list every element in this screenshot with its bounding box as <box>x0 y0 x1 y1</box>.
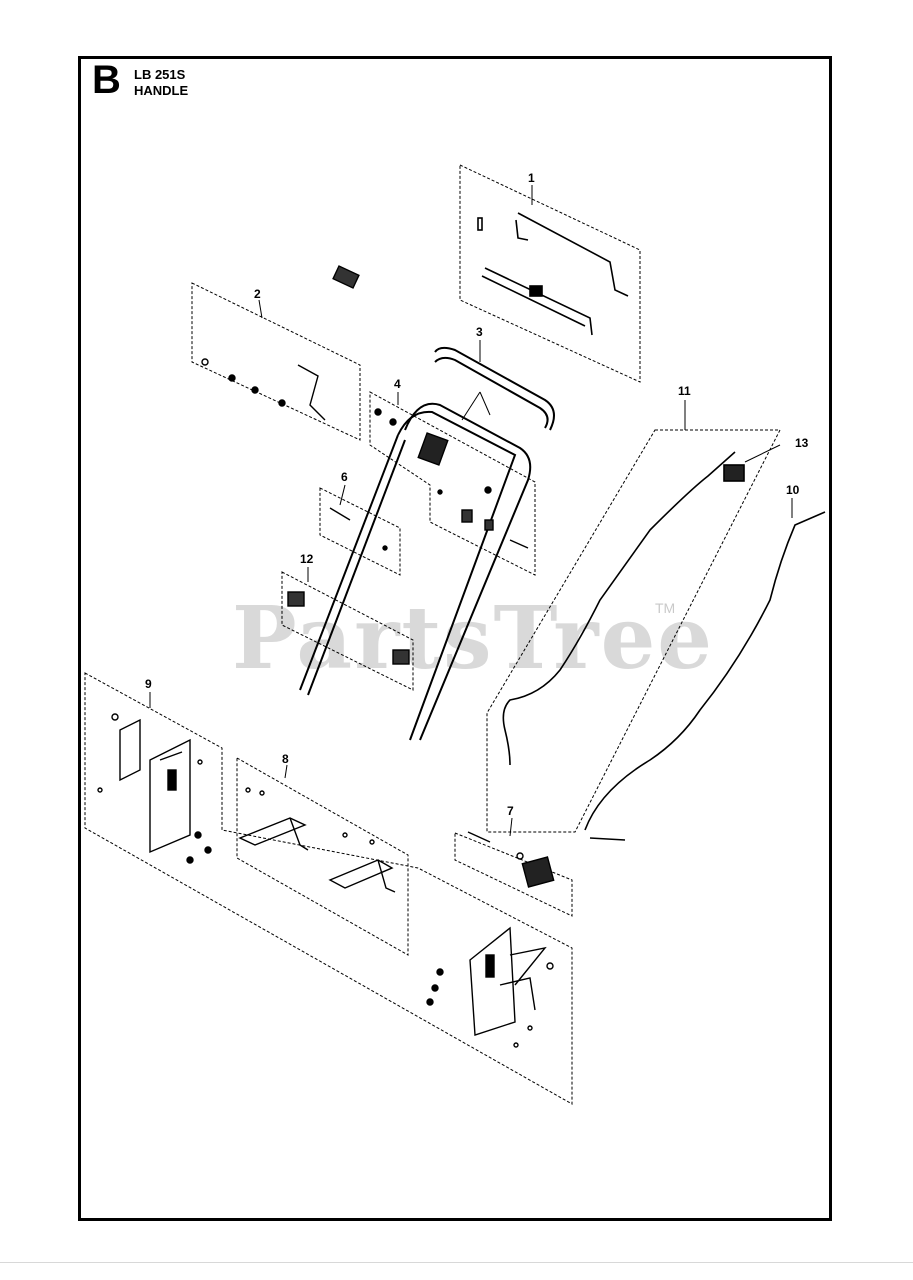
watermark-logo: PartsTree <box>232 588 715 689</box>
callout-6: 6 <box>341 470 348 484</box>
callout-13: 13 <box>795 436 809 450</box>
group-box-8 <box>236 757 409 956</box>
callout-12: 12 <box>300 552 314 566</box>
group-box-2 <box>191 282 361 441</box>
callout-2: 2 <box>254 287 261 301</box>
model-label: LB 251S <box>134 67 186 82</box>
group-box-7 <box>454 832 573 917</box>
callout-11: 11 <box>678 384 691 398</box>
group-box-11 <box>486 429 781 833</box>
diagram-frame <box>78 56 832 1221</box>
callout-9: 9 <box>145 677 152 691</box>
group-box-4 <box>369 391 536 576</box>
section-letter: B <box>92 58 121 102</box>
page-bottom-rule <box>0 1262 913 1263</box>
trademark-mark: TM <box>655 600 676 616</box>
group-box-9 <box>84 672 573 1105</box>
callout-3: 3 <box>476 325 483 339</box>
assembly-name: HANDLE <box>134 83 189 98</box>
group-box-12 <box>281 571 414 691</box>
diagram-title: LB 251S HANDLE <box>134 67 188 99</box>
group-box-1 <box>459 164 641 383</box>
callout-1: 1 <box>528 171 535 185</box>
group-box-6 <box>319 487 401 576</box>
callout-7: 7 <box>507 804 514 818</box>
callout-4: 4 <box>394 377 401 391</box>
callout-8: 8 <box>282 752 289 766</box>
callout-10: 10 <box>786 483 800 497</box>
